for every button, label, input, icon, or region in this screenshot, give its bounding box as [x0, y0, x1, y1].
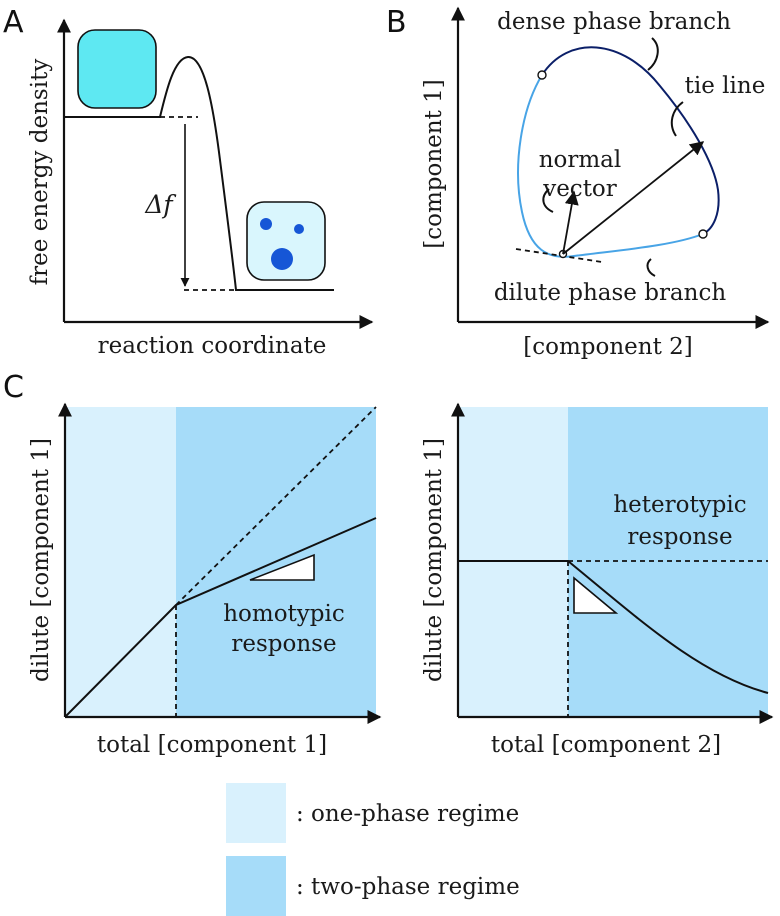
homotypic-response-label-1: homotypic [223, 601, 345, 627]
panel-a-x-label: reaction coordinate [98, 333, 327, 359]
legend-one-phase-swatch [226, 783, 286, 843]
normal-vector-label-2: vector [542, 176, 617, 202]
normal-vector-arrow [562, 190, 579, 255]
panel-b-x-label: [component 2] [523, 334, 692, 360]
tie-line-arrow [562, 141, 705, 255]
tangent-dashed-line [515, 248, 603, 263]
legend-two-phase-swatch [226, 856, 286, 916]
panel-c-left-y-label: dilute [component 1] [28, 438, 54, 682]
panel-a-letter: A [3, 5, 24, 40]
panel-c: C dilute [component 1] total [component … [3, 370, 774, 758]
tie-line-pointer [670, 101, 684, 137]
dilute-concentration-curve [458, 560, 769, 694]
dense-branch-curve [541, 46, 720, 235]
tie-line-label: tie line [685, 73, 766, 99]
panel-a: A free energy density reaction coordinat… [3, 5, 374, 359]
droplet-large-icon [271, 248, 293, 270]
normal-vector-label-1: normal [539, 147, 622, 173]
legend: : one-phase regime : two-phase regime [226, 783, 520, 916]
panel-b: B [component 1] [component 2] dense phas… [386, 5, 770, 360]
legend-one-phase-label: : one-phase regime [296, 801, 519, 827]
dilute-branch-pointer [646, 258, 656, 277]
panel-a-energy-curve [64, 55, 334, 291]
critical-point-marker [537, 70, 547, 80]
panel-a-y-label: free energy density [27, 59, 53, 286]
panel-c-left-plot: dilute [component 1] total [component 1]… [28, 402, 382, 758]
panel-a-delta-label: Δf [144, 190, 176, 219]
panel-c-letter: C [3, 370, 24, 405]
dilute-branch-curve [517, 74, 704, 258]
slope-triangle-icon [249, 553, 315, 581]
heterotypic-response-label-2: response [627, 524, 732, 550]
slope-triangle-icon [573, 576, 619, 614]
dilute-branch-label: dilute phase branch [494, 280, 727, 306]
homotypic-response-label-2: response [231, 631, 336, 657]
dense-branch-pointer [647, 37, 659, 71]
droplet-small-icon [294, 224, 304, 234]
heterotypic-response-label-1: heterotypic [613, 492, 746, 518]
identity-dashed-line [175, 406, 377, 606]
panel-c-right-plot: dilute [component 1] total [component 2]… [421, 402, 774, 758]
panel-c-right-x-label: total [component 2] [491, 732, 721, 758]
two-phase-region [568, 407, 768, 717]
dense-branch-label: dense phase branch [497, 9, 731, 35]
panel-b-y-label: [component 1] [421, 79, 447, 248]
panel-c-right-y-label: dilute [component 1] [421, 438, 447, 682]
legend-two-phase-label: : two-phase regime [296, 874, 520, 900]
panel-b-letter: B [386, 5, 407, 40]
normal-vector-pointer [542, 188, 554, 213]
droplet-small-icon [260, 218, 272, 230]
one-phase-region [65, 407, 176, 717]
panel-c-left-x-label: total [component 1] [97, 732, 327, 758]
dense-state-icon [77, 29, 157, 109]
dilute-concentration-curve [64, 517, 377, 718]
critical-point-marker [698, 229, 708, 239]
